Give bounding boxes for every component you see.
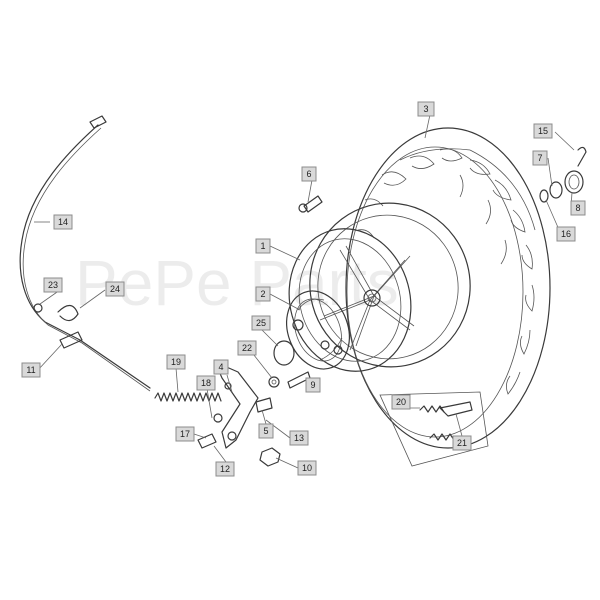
svg-text:12: 12 bbox=[220, 464, 230, 474]
svg-text:11: 11 bbox=[26, 365, 35, 375]
return-spring-drawing bbox=[154, 392, 223, 423]
brake-cable-drawing bbox=[19, 115, 151, 392]
svg-text:21: 21 bbox=[457, 438, 467, 448]
axle-hardware-drawing bbox=[539, 146, 587, 203]
svg-text:5: 5 bbox=[263, 426, 268, 436]
svg-text:6: 6 bbox=[306, 169, 311, 179]
callout-23: 23 bbox=[43, 277, 63, 293]
callout-17: 17 bbox=[175, 426, 195, 442]
nut-drawing bbox=[259, 447, 281, 467]
callout-11: 11 bbox=[21, 362, 41, 378]
callout-22: 22 bbox=[237, 340, 257, 356]
callout-15: 15 bbox=[533, 123, 553, 139]
callout-25: 25 bbox=[251, 315, 271, 331]
svg-text:13: 13 bbox=[294, 433, 304, 443]
callout-9: 9 bbox=[305, 377, 321, 393]
shoe-springs-drawing bbox=[379, 391, 489, 467]
svg-text:25: 25 bbox=[256, 318, 266, 328]
svg-text:4: 4 bbox=[218, 362, 223, 372]
svg-text:1: 1 bbox=[260, 241, 265, 251]
tire-drawing bbox=[345, 127, 551, 449]
svg-text:10: 10 bbox=[302, 463, 312, 473]
callout-2: 2 bbox=[255, 286, 271, 302]
svg-text:20: 20 bbox=[396, 397, 406, 407]
svg-text:9: 9 bbox=[310, 380, 315, 390]
svg-text:16: 16 bbox=[561, 229, 571, 239]
svg-text:22: 22 bbox=[242, 343, 252, 353]
brake-cam-drawing bbox=[268, 371, 311, 389]
callout-6: 6 bbox=[301, 166, 317, 182]
callout-19: 19 bbox=[166, 354, 186, 370]
svg-text:19: 19 bbox=[171, 357, 181, 367]
svg-text:3: 3 bbox=[423, 104, 428, 114]
svg-text:23: 23 bbox=[48, 280, 58, 290]
o-ring-drawing bbox=[273, 340, 295, 366]
callout-5: 5 bbox=[258, 423, 274, 439]
svg-text:8: 8 bbox=[575, 203, 580, 213]
callout-7: 7 bbox=[532, 150, 548, 166]
svg-text:15: 15 bbox=[538, 126, 548, 136]
brake-plate-drawing bbox=[286, 290, 350, 370]
pin-drawing bbox=[197, 433, 217, 449]
svg-text:18: 18 bbox=[201, 378, 211, 388]
callout-3: 3 bbox=[417, 101, 435, 117]
svg-text:14: 14 bbox=[58, 217, 68, 227]
callout-12: 12 bbox=[215, 461, 235, 477]
svg-text:24: 24 bbox=[110, 284, 120, 294]
svg-text:2: 2 bbox=[260, 289, 265, 299]
watermark-text: PePe Parts bbox=[75, 247, 399, 319]
callout-18: 18 bbox=[196, 375, 216, 391]
callout-16: 16 bbox=[556, 226, 576, 242]
callout-21: 21 bbox=[452, 435, 472, 451]
callout-14: 14 bbox=[53, 214, 73, 230]
callout-8: 8 bbox=[570, 200, 586, 216]
wheel-rim-drawing bbox=[288, 202, 471, 372]
callout-24: 24 bbox=[105, 281, 125, 297]
callout-4: 4 bbox=[213, 359, 229, 375]
callout-1: 1 bbox=[255, 238, 271, 254]
callout-13: 13 bbox=[289, 430, 309, 446]
valve-drawing bbox=[298, 195, 323, 213]
brake-arm-drawing bbox=[214, 361, 273, 449]
callout-10: 10 bbox=[297, 460, 317, 476]
svg-text:17: 17 bbox=[180, 429, 190, 439]
svg-text:7: 7 bbox=[537, 153, 542, 163]
callout-20: 20 bbox=[391, 394, 411, 410]
